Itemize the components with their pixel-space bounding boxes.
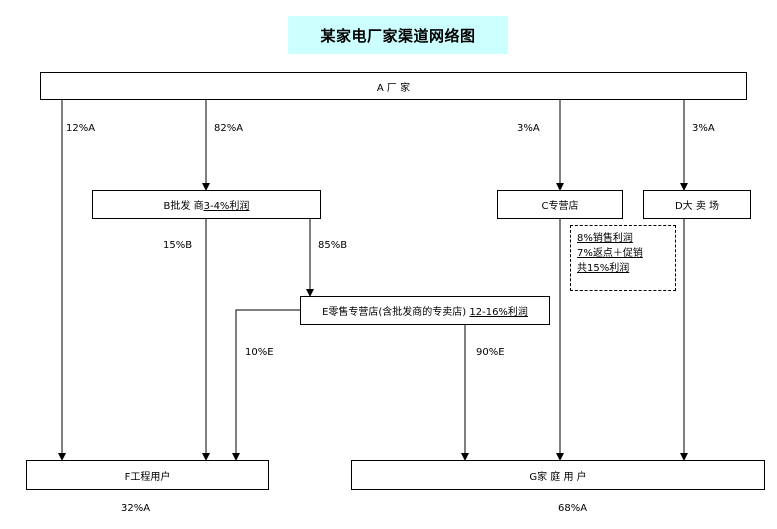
note-line: 7%返点＋促销 [577, 248, 643, 259]
node-f-label: F工程用户 [124, 471, 171, 483]
node-b-margin: 3-4%利润 [203, 201, 250, 212]
node-a-manufacturer: A 厂 家 [40, 72, 747, 100]
note-line: 8%销售利润 [577, 233, 633, 244]
edge-label-a-to-f: 12%A [66, 123, 96, 134]
total-g: 68%A [558, 503, 588, 514]
node-e-retail-store: E零售专营店(含批发商的专卖店) 12-16%利润 [300, 296, 550, 325]
diagram-title: 某家电厂家渠道网络图 [288, 16, 508, 54]
edge-label-b-to-f: 15%B [163, 240, 193, 251]
node-d-hypermarket: D大 卖 场 [643, 190, 751, 219]
edge-label-a-to-d: 3%A [692, 123, 715, 134]
node-d-label: D大 卖 场 [674, 201, 720, 212]
note-line: 共15%利润 [577, 263, 630, 274]
edge-label-e-to-f: 10%E [245, 347, 274, 358]
node-f-project-users: F工程用户 [26, 460, 269, 490]
node-a-label: A 厂 家 [376, 82, 411, 94]
arrow-e-to-f [232, 309, 300, 461]
edge-label-e-to-g: 90%E [476, 347, 505, 358]
node-e-label: E零售专营店(含批发商的专卖店) [322, 307, 467, 318]
edge-label-a-to-c: 3%A [517, 123, 540, 134]
node-g-household-users: G家 庭 用 户 [351, 460, 765, 490]
node-e-margin: 12-16%利润 [469, 307, 528, 318]
total-f: 32%A [121, 503, 151, 514]
profit-note: 8%销售利润 7%返点＋促销 共15%利润 [570, 225, 676, 291]
edge-label-b-to-e: 85%B [318, 240, 348, 251]
node-g-label: G家 庭 用 户 [529, 471, 587, 483]
edge-label-a-to-b: 82%A [214, 123, 244, 134]
node-c-label: C专营店 [541, 201, 579, 212]
node-c-specialty-store: C专营店 [497, 190, 623, 219]
node-b-label: B批发 商 [163, 201, 204, 212]
